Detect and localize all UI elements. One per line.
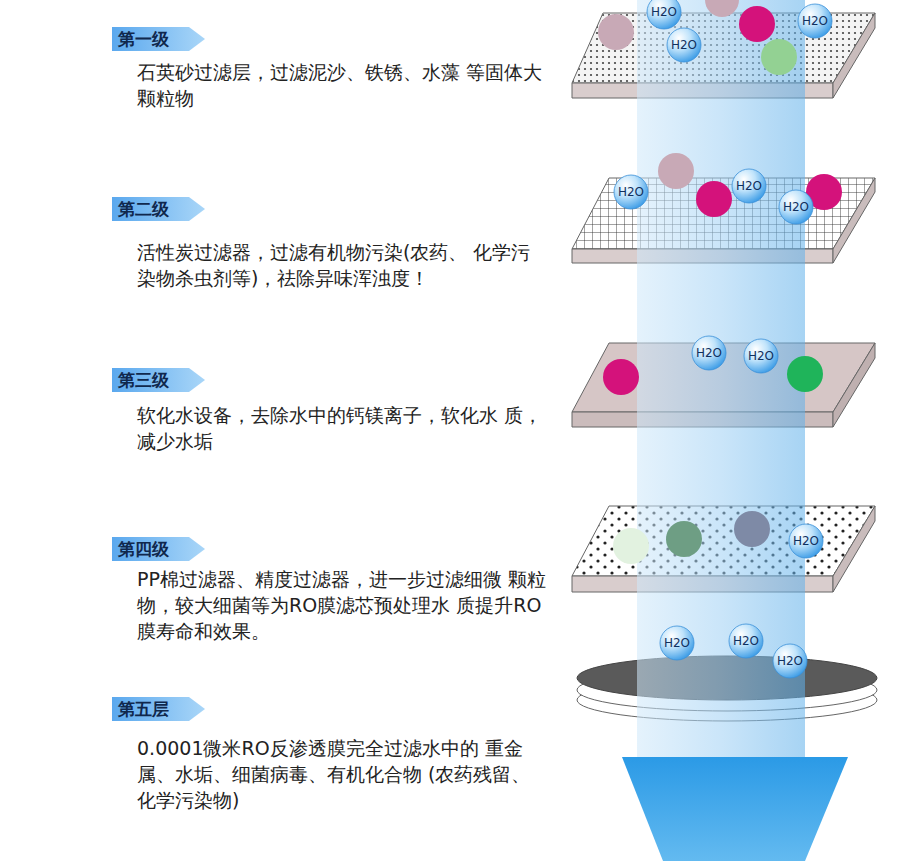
- water-bubble: [773, 644, 807, 678]
- stage-block: 第二级活性炭过滤器，过滤有机物污染(农药、 化学污染物杀虫剂等)，祛除异味浑浊度…: [112, 197, 547, 291]
- stage-block: 第三级软化水设备，去除水中的钙镁离子，软化水 质，减少水垢: [112, 368, 547, 454]
- stage-heading: 第四级: [118, 539, 169, 559]
- stage-description: 活性炭过滤器，过滤有机物污染(农药、 化学污染物杀虫剂等)，祛除异味浑浊度！: [137, 239, 547, 291]
- stage-block: 第一级石英砂过滤层，过滤泥沙、铁锈、水藻 等固体大颗粒物: [112, 27, 547, 111]
- water-molecule-label: H2O: [802, 14, 828, 28]
- stage-description: 石英砂过滤层，过滤泥沙、铁锈、水藻 等固体大颗粒物: [137, 59, 547, 111]
- water-beam: [637, 0, 805, 757]
- stage-description: PP棉过滤器、精度过滤器，进一步过滤细微 颗粒物，较大细菌等为RO膜滤芯预处理水…: [137, 566, 547, 644]
- stage-block: 第四级 PP棉过滤器、精度过滤器，进一步过滤细微 颗粒物，较大细菌等为RO膜滤芯预…: [112, 537, 547, 644]
- water-bubble: [744, 339, 778, 373]
- water-molecule-label: H2O: [696, 346, 722, 360]
- water-bubble: [798, 4, 832, 38]
- stage-heading: 第五层: [118, 699, 169, 719]
- stage-heading: 第三级: [118, 370, 169, 390]
- water-bubble: [667, 28, 701, 62]
- water-molecule-label: H2O: [733, 634, 759, 648]
- stage-tag: 第一级: [112, 27, 205, 51]
- water-molecule-label: H2O: [736, 179, 762, 193]
- water-bubble: [729, 624, 763, 658]
- outlet-funnel: [622, 757, 848, 861]
- water-molecule-label: H2O: [783, 200, 809, 214]
- water-bubble: [660, 626, 694, 660]
- stage-heading: 第一级: [118, 29, 169, 49]
- water-bubble: [614, 175, 648, 209]
- water-bubble: [647, 0, 681, 29]
- water-molecule-label: H2O: [664, 636, 690, 650]
- stage-tag: 第二级: [112, 197, 205, 221]
- water-molecule-label: H2O: [618, 185, 644, 199]
- water-molecule-label: H2O: [651, 5, 677, 19]
- stage-tag: 第四级: [112, 537, 205, 561]
- impurity-particles: [598, 0, 842, 564]
- stage-heading: 第二级: [118, 199, 169, 219]
- stage-description: 软化水设备，去除水中的钙镁离子，软化水 质，减少水垢: [137, 402, 547, 454]
- stage-description: 0.0001微米RO反渗透膜完全过滤水中的 重金属、水垢、细菌病毒、有机化合物 …: [137, 735, 547, 813]
- water-bubble: [789, 524, 823, 558]
- water-molecule-label: H2O: [748, 349, 774, 363]
- water-bubble: [692, 336, 726, 370]
- stage-tag: 第三级: [112, 368, 205, 392]
- water-molecules: [614, 0, 832, 678]
- stage-tag: 第五层: [112, 697, 205, 721]
- stage-block: 第五层 0.0001微米RO反渗透膜完全过滤水中的 重金属、水垢、细菌病毒、有机化…: [112, 697, 547, 813]
- water-molecule-label: H2O: [793, 534, 819, 548]
- water-bubble: [779, 190, 813, 224]
- water-molecule-label: H2O: [777, 654, 803, 668]
- water-bubble: [732, 169, 766, 203]
- water-molecule-label: H2O: [671, 38, 697, 52]
